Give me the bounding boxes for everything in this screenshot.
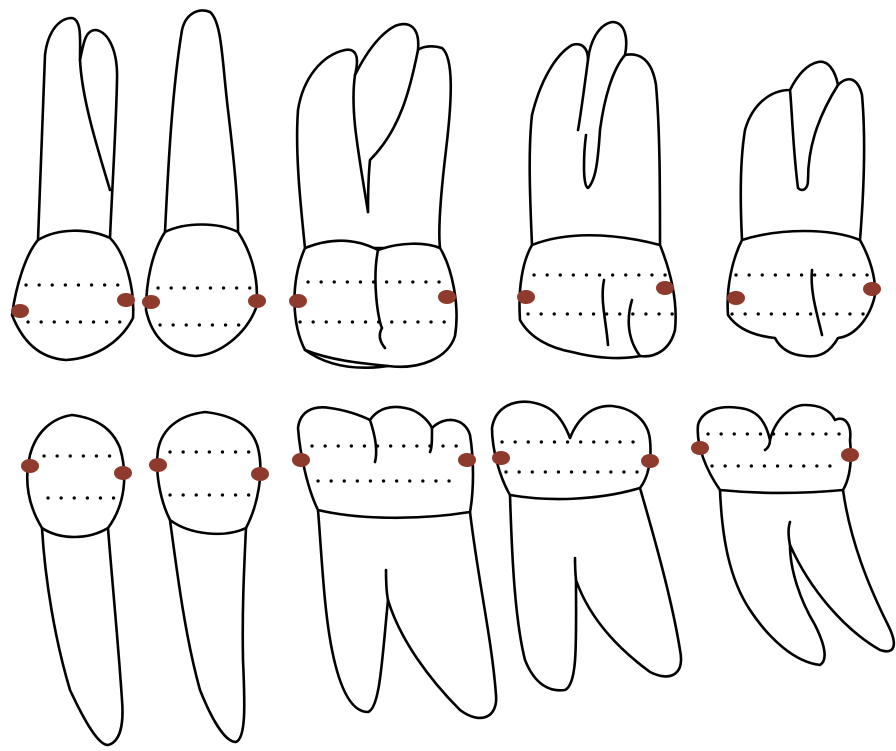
upper-premolar-2 <box>146 11 257 356</box>
contact-point <box>289 294 307 308</box>
contact-point <box>863 282 881 296</box>
lower-molar-2 <box>492 402 681 691</box>
contact-point <box>517 290 535 304</box>
contact-point <box>114 466 132 480</box>
contact-point <box>438 290 456 304</box>
contact-point <box>727 291 745 305</box>
contact-point <box>641 454 659 468</box>
upper-molar-1 <box>294 24 456 368</box>
contact-point <box>248 294 266 308</box>
contact-point <box>21 459 39 473</box>
contact-point <box>11 304 29 318</box>
upper-molar-3 <box>728 62 875 357</box>
lower-molar-3 <box>698 405 894 665</box>
contact-point <box>841 448 859 462</box>
contact-point <box>691 441 709 455</box>
contact-point <box>251 467 269 481</box>
contact-point <box>656 281 674 295</box>
contact-point <box>117 293 135 307</box>
lower-premolar-1 <box>27 415 124 745</box>
contact-point <box>492 451 510 465</box>
upper-molar-2 <box>520 22 679 358</box>
contact-point <box>458 453 476 467</box>
contact-point <box>149 458 167 472</box>
lower-premolar-2 <box>157 412 260 742</box>
contact-point <box>142 295 160 309</box>
upper-premolar-1 <box>12 18 133 360</box>
contact-point <box>292 453 310 467</box>
